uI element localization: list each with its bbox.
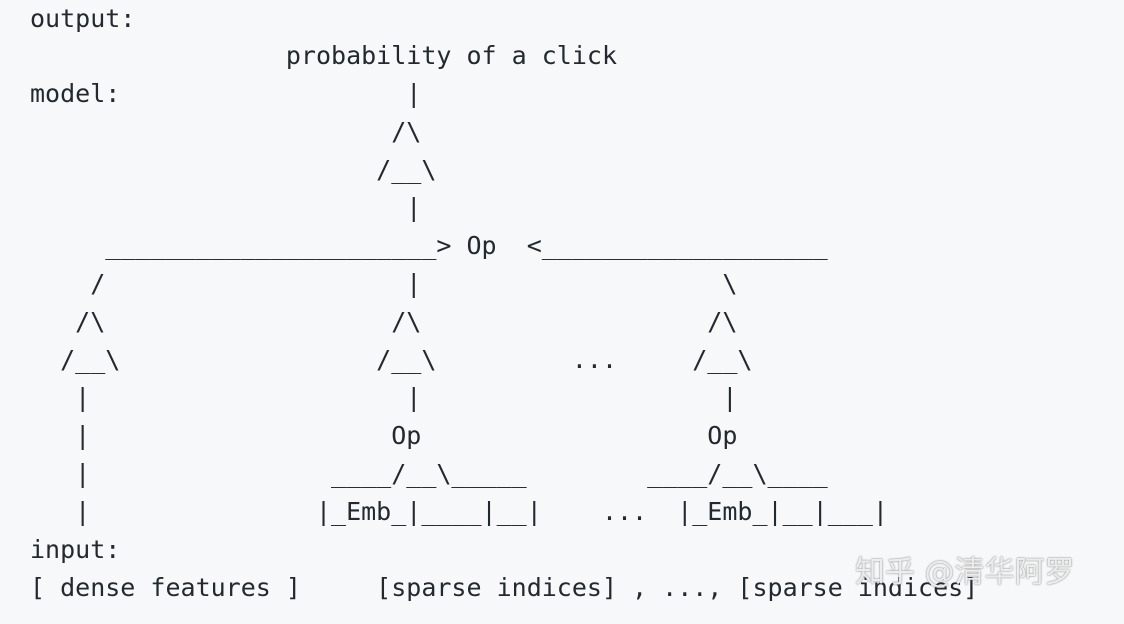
embedding-top-row: | ____/__\_____ ____/__\____: [30, 459, 828, 488]
stem-row: | | |: [30, 383, 738, 412]
mlp-base-row: /__\ /__\ ... /__\: [30, 345, 753, 374]
input-features-row: [ dense features ] [sparse indices] , ..…: [30, 573, 979, 602]
mlp-apex-row: /\ /\ /\: [30, 307, 738, 336]
interaction-op-line: ______________________> Op <____________…: [30, 231, 828, 260]
top-mlp-apex: /\: [30, 117, 422, 146]
model-label-line: model: |: [30, 79, 422, 108]
branch-connectors: / | \: [30, 269, 738, 298]
embedding-table-row: | |_Emb_|____|__| ... |_Emb_|__|___|: [30, 497, 888, 526]
op-row: | Op Op: [30, 421, 738, 450]
click-probability-label: probability of a click: [30, 41, 617, 70]
input-label: input:: [30, 535, 121, 564]
top-mlp-base: /__\: [30, 155, 437, 184]
top-mlp-stem: |: [30, 193, 422, 222]
output-label: output:: [30, 4, 136, 33]
